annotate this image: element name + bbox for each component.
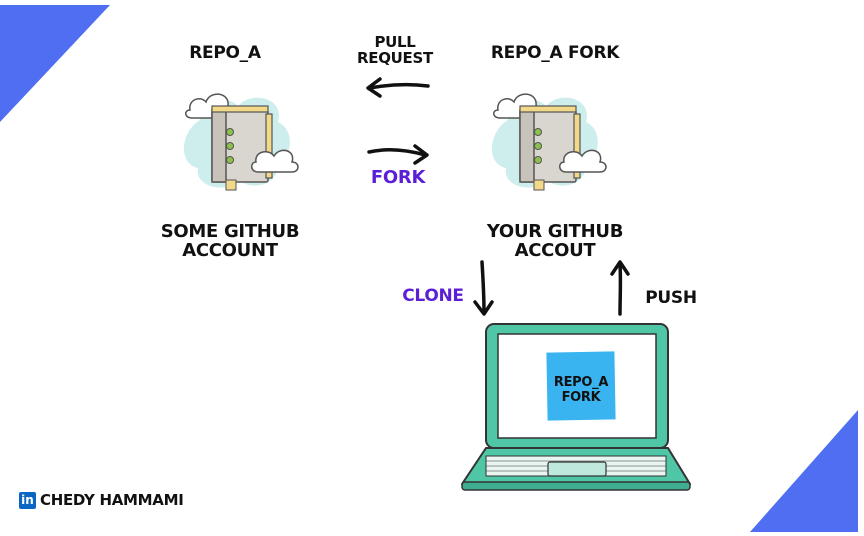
repo-a-icon [170,80,300,200]
sticky-note-label-line2: FORK [561,390,601,405]
fork-arrow-icon [367,144,429,165]
fork-label: FORK [370,167,426,188]
pull-request-label-line1: PULL [374,33,416,51]
clone-label: CLONE [402,286,464,306]
push-label: PUSH [645,288,697,308]
brand-name: CHEDY HAMMAMI [40,491,184,509]
repo-book-icon [491,93,607,191]
linkedin-logo-text: in [21,493,34,507]
your-github-account-label-line1: YOUR GITHUB [486,221,624,242]
pull-request-arrow-icon [366,77,430,98]
repo-book-icon [183,93,299,191]
corner-triangle-top-left [0,5,110,122]
repo-a-fork-icon [478,80,608,200]
some-github-account-label-line1: SOME GITHUB [160,221,300,242]
pull-request-label-line2: REQUEST [357,49,433,67]
your-github-account-label-line2: ACCOUT [514,240,596,261]
repo-a-fork-title: REPO_A FORK [490,43,620,63]
repo-a-title: REPO_A [189,43,261,63]
some-github-account-label-line2: ACCOUNT [182,240,278,261]
corner-triangle-bottom-right [750,410,858,532]
sticky-note-label-line1: REPO_A [553,375,609,390]
push-arrow-icon [610,260,630,316]
clone-arrow-icon [473,260,494,316]
linkedin-icon: in [19,492,36,509]
